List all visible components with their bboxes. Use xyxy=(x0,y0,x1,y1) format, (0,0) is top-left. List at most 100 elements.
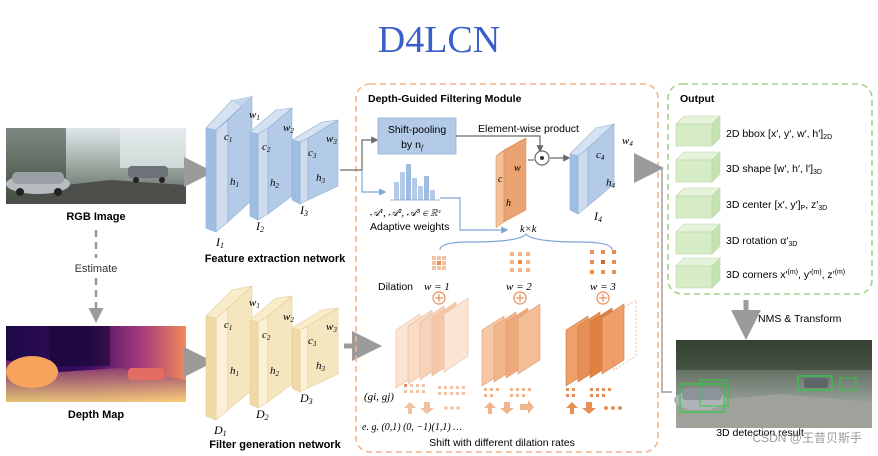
feat-w3: w3 xyxy=(326,133,337,146)
shift-example-label: e. g. (0,1) (0, −1)(1,1) … xyxy=(362,422,462,433)
feat-c3: c3 xyxy=(308,147,317,160)
filter-network-caption: Filter generation network xyxy=(209,439,341,451)
filt-h3: h3 xyxy=(316,360,326,373)
shift-arrows-1 xyxy=(404,402,460,414)
out-I4: I4 xyxy=(593,209,602,224)
elementwise-label: Element-wise product xyxy=(478,123,579,135)
shift-grid-1 xyxy=(404,384,465,395)
output-item-cube-2 xyxy=(675,151,721,183)
feature-block-1 xyxy=(205,95,254,233)
output-title: Output xyxy=(680,93,715,105)
dilation-3-label: w = 3 xyxy=(590,281,616,293)
adaptive-weights-math: 𝒜¹, 𝒜², 𝒜³ ∈ ℝᶜ xyxy=(370,208,442,219)
filter-block-3 xyxy=(291,307,339,393)
estimate-label: Estimate xyxy=(75,263,118,275)
filt-h1: h1 xyxy=(230,365,239,378)
feat-c2: c2 xyxy=(262,141,271,154)
depth-map-label: Depth Map xyxy=(68,409,125,421)
feat-I1: I1 xyxy=(215,235,224,250)
output-I4-block xyxy=(569,123,616,215)
output-item-cube-3 xyxy=(675,187,721,219)
orange-w-label: w xyxy=(514,163,521,174)
feat-I3: I3 xyxy=(299,203,308,218)
feat-w2: w2 xyxy=(283,122,294,135)
output-item-1: 2D bbox [x′, y′, w′, h′]2D xyxy=(726,128,832,141)
dilation-2-label: w = 2 xyxy=(506,281,532,293)
output-item-cube-1 xyxy=(675,115,721,147)
product-dot xyxy=(540,156,544,160)
plus-icon-2 xyxy=(513,291,527,305)
plus-icon-1 xyxy=(432,291,446,305)
filt-w2: w2 xyxy=(283,311,294,324)
feat-h3: h3 xyxy=(316,172,326,185)
filter-block-2 xyxy=(249,295,293,409)
dgf-module-title: Depth-Guided Filtering Module xyxy=(368,93,522,105)
out-h4: h4 xyxy=(606,177,616,190)
feat-h2: h2 xyxy=(270,177,280,190)
output-item-cube-4 xyxy=(675,223,721,255)
dilated-features-2 xyxy=(481,303,541,387)
output-item-5: 3D corners x′(m), y′(m), z′(m) xyxy=(726,269,845,281)
shift-arrows-2 xyxy=(484,388,534,414)
detection-result-image xyxy=(674,340,872,428)
nms-label: NMS & Transform xyxy=(758,313,842,325)
kxk-label: k×k xyxy=(520,224,537,235)
orange-feature-block xyxy=(495,137,527,229)
filt-w1: w1 xyxy=(249,297,260,310)
gi-gj-label: (gi, gj) xyxy=(364,391,394,403)
output-item-cube-5 xyxy=(675,257,721,289)
watermark: CSDN @王昔贝斯手 xyxy=(752,431,862,445)
feat-I2: I2 xyxy=(255,219,264,234)
dilated-features-3 xyxy=(565,299,637,387)
depth-map-image xyxy=(6,326,186,402)
adaptive-flow-line xyxy=(361,170,387,196)
rgb-image-label: RGB Image xyxy=(66,211,125,223)
output-frame xyxy=(667,83,873,295)
pool-to-product-line xyxy=(456,135,544,153)
shift-pooling-box xyxy=(377,117,457,155)
dilation-kernel-3 xyxy=(590,250,616,274)
module-to-result-line xyxy=(661,168,672,393)
feature-block-3 xyxy=(291,119,339,205)
feat-w1: w1 xyxy=(249,109,260,122)
shift-pooling-line1: Shift-pooling xyxy=(388,124,447,136)
orange-h-label: h xyxy=(506,198,511,209)
filter-generation-network: w1 c1 h1 w2 c2 h2 w3 c3 h3 D1 D2 D3 xyxy=(205,285,339,438)
feature-extraction-network: w1 c1 h1 w2 c2 h2 w3 c3 h3 I1 I2 I3 xyxy=(205,95,339,250)
feature-flow-line xyxy=(340,136,379,171)
filt-D1: D1 xyxy=(213,423,227,438)
rgb-image xyxy=(6,128,186,204)
out-c4: c4 xyxy=(596,149,605,162)
adaptive-weights-histogram xyxy=(390,164,440,201)
filt-c2: c2 xyxy=(262,329,271,342)
plus-icon-3 xyxy=(596,291,610,305)
filt-w3: w3 xyxy=(326,321,337,334)
adaptive-to-kernel-line xyxy=(440,197,509,234)
feature-network-caption: Feature extraction network xyxy=(205,253,346,265)
feat-h1: h1 xyxy=(230,176,239,189)
detection-result-label: 3D detection result xyxy=(716,427,804,439)
dilation-1-label: w = 1 xyxy=(424,281,450,293)
dilation-kernel-2 xyxy=(510,252,530,272)
shift-pooling-line2: by nf xyxy=(401,139,424,152)
shift-arrows-3 xyxy=(566,388,622,414)
kxk-brace xyxy=(439,233,613,251)
filt-c1: c1 xyxy=(224,319,232,332)
filt-c3: c3 xyxy=(308,335,317,348)
filter-block-1 xyxy=(205,285,253,421)
out-w4: w4 xyxy=(622,135,633,148)
feat-c1: c1 xyxy=(224,131,232,144)
filt-D3: D3 xyxy=(299,391,313,406)
output-item-2: 3D shape [w′, h′, l′]3D xyxy=(726,163,822,176)
dilation-kernel-1 xyxy=(432,256,446,270)
filt-D2: D2 xyxy=(255,407,269,422)
adaptive-weights-label: Adaptive weights xyxy=(370,221,449,233)
output-item-3: 3D center [x′, y′]P, z′3D xyxy=(726,199,827,212)
output-item-4: 3D rotation α′3D xyxy=(726,235,797,248)
feature-block-2 xyxy=(249,107,293,221)
dgf-module-frame xyxy=(355,83,659,453)
diagram-title: D4LCN xyxy=(378,19,500,61)
filt-h2: h2 xyxy=(270,365,280,378)
